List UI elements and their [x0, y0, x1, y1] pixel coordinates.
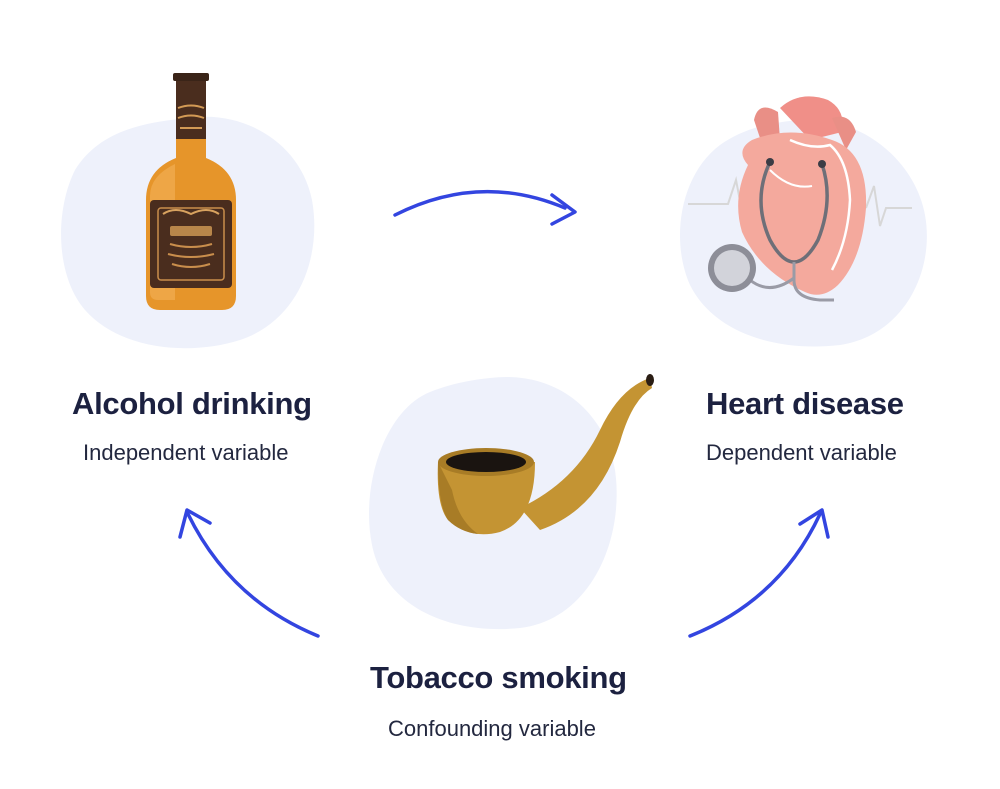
- alcohol-subtitle: Independent variable: [83, 440, 289, 465]
- heart-title: Heart disease: [706, 386, 904, 421]
- alcohol-title: Alcohol drinking: [72, 386, 312, 421]
- arrow-tobacco-to-heart: [688, 512, 822, 638]
- arrowhead-tobacco-to-heart: [798, 508, 830, 539]
- heart-subtitle: Dependent variable: [706, 440, 897, 465]
- arrowhead-alcohol-to-heart: [550, 193, 577, 226]
- arrowhead-tobacco-to-alcohol: [178, 508, 212, 539]
- tobacco-title: Tobacco smoking: [370, 660, 627, 695]
- arrow-tobacco-to-alcohol: [186, 512, 320, 638]
- heart-icon: [688, 96, 912, 302]
- pipe-icon: [437, 374, 654, 535]
- bottle-icon: [146, 73, 236, 310]
- arrow-alcohol-to-heart: [393, 189, 567, 217]
- tobacco-subtitle: Confounding variable: [388, 716, 596, 741]
